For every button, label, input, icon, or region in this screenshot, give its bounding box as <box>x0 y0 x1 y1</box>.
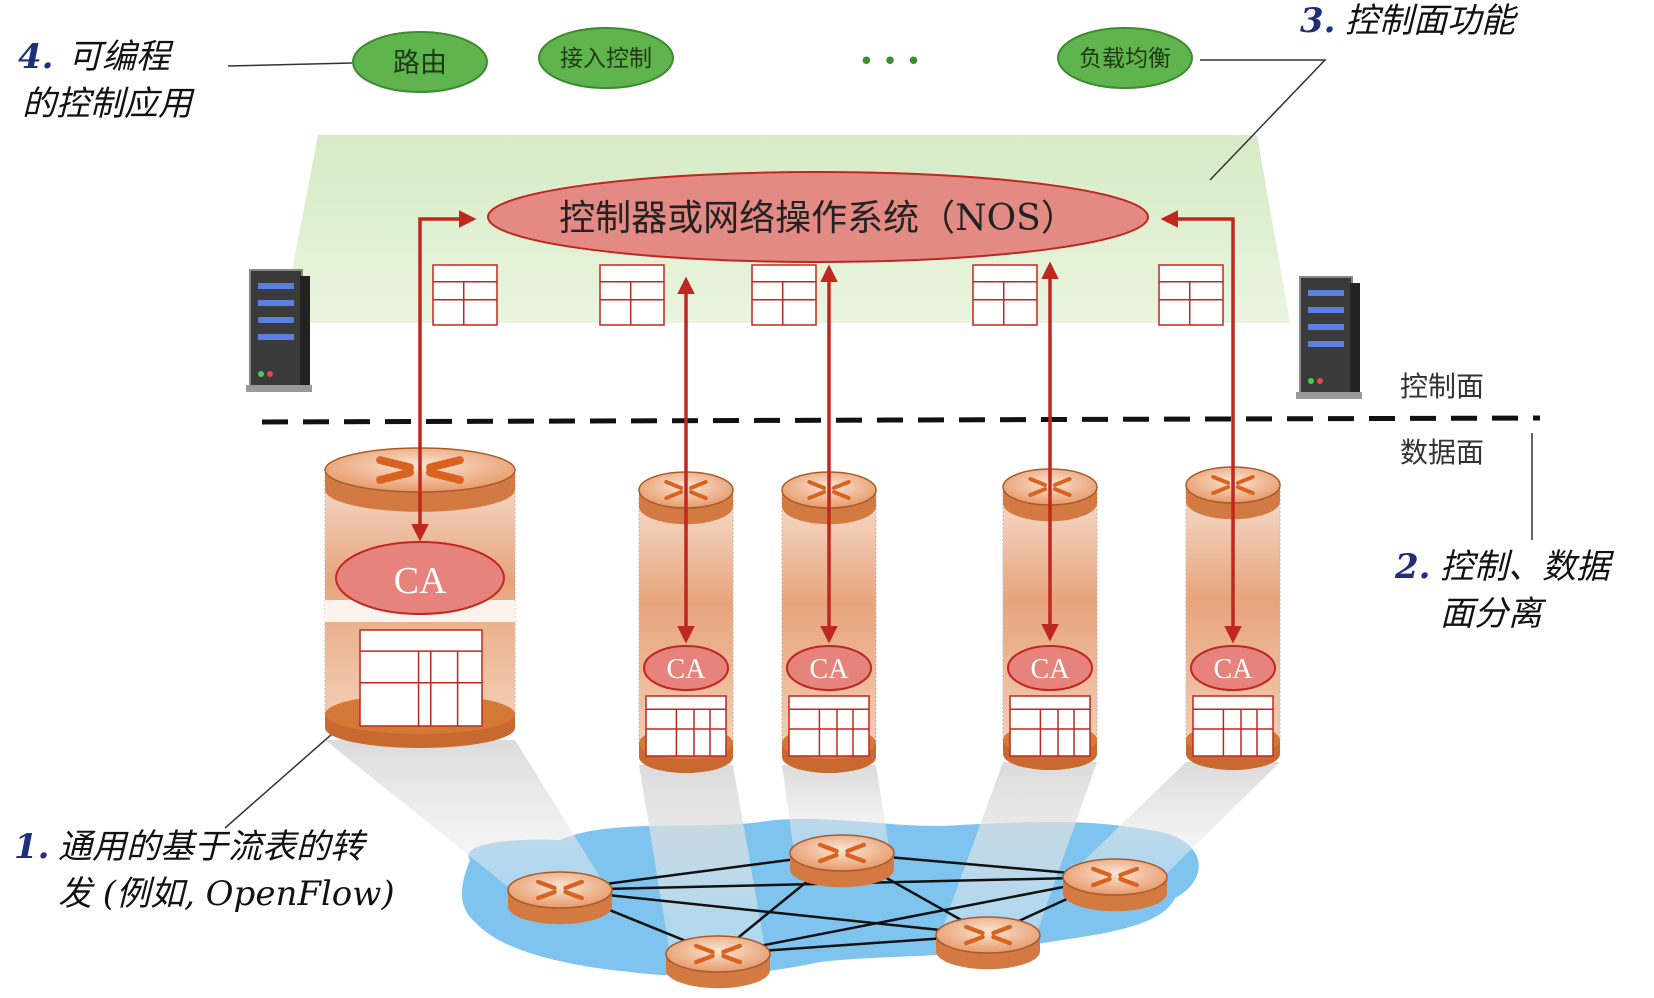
label-forwarding: 1. 通用的基于流表的转 发 (例如, OpenFlow) <box>14 827 395 914</box>
leader-line-apps <box>227 62 353 67</box>
switch-flow-table <box>359 629 483 727</box>
control-agent: CA <box>335 541 505 615</box>
control-agent: CA <box>786 645 872 691</box>
network-router-icon <box>507 871 613 925</box>
network-router-icon <box>1062 858 1168 912</box>
data-plane-label: 数据面 <box>1400 436 1484 469</box>
network-router-icon <box>665 935 771 989</box>
controller-flow-table-icon <box>751 264 817 326</box>
svg-text:路由: 路由 <box>393 48 447 79</box>
switch-flow-table <box>1192 695 1274 757</box>
projection-beam <box>639 765 766 954</box>
controller-flow-table-icon <box>432 264 498 326</box>
svg-text:面分离: 面分离 <box>1440 594 1547 634</box>
controller-flow-table-icon <box>1158 264 1224 326</box>
svg-text:CA: CA <box>394 560 447 602</box>
leader-line-control-functions <box>1200 59 1327 181</box>
switch-flow-table <box>788 695 870 757</box>
switch-flow-table <box>1009 695 1091 757</box>
svg-text:2.: 2. <box>1394 547 1431 587</box>
network-routers <box>507 834 1168 989</box>
control-arrows <box>411 210 1242 644</box>
svg-text:通用的基于流表的转: 通用的基于流表的转 <box>58 827 368 867</box>
svg-text:负载均衡: 负载均衡 <box>1079 46 1171 72</box>
network-router-icon <box>935 916 1041 970</box>
svg-text:发 (例如, OpenFlow): 发 (例如, OpenFlow) <box>58 874 395 914</box>
svg-text:的控制应用: 的控制应用 <box>22 84 195 124</box>
projection-beam <box>1067 762 1280 877</box>
svg-text:CA: CA <box>1031 654 1071 685</box>
projection-beam <box>940 762 1097 935</box>
plane-divider <box>261 415 1541 425</box>
svg-text:接入控制: 接入控制 <box>560 46 652 72</box>
controller-flow-table-icon <box>599 264 665 326</box>
svg-text:CA: CA <box>1214 654 1254 685</box>
svg-text:控制面功能: 控制面功能 <box>1345 1 1519 41</box>
app-access-control: 接入控制 <box>538 27 674 89</box>
svg-text:4.: 4. <box>18 37 54 77</box>
switches: CA CA CA CA CA <box>324 447 1281 773</box>
control-arrow <box>1160 210 1242 644</box>
control-agent: CA <box>1007 645 1093 691</box>
svg-text:3.: 3. <box>1300 1 1336 41</box>
control-agent: CA <box>1190 645 1276 691</box>
openflow-switch: CA <box>638 471 734 773</box>
svg-text:1.: 1. <box>14 827 50 867</box>
label-separation: 2. 控制、数据 面分离 <box>1394 547 1615 634</box>
control-plane-label: 控制面 <box>1400 370 1484 403</box>
svg-text:可编程: 可编程 <box>68 37 174 77</box>
label-programmable-apps: 4. 可编程 的控制应用 <box>18 37 195 124</box>
projection-beams <box>325 740 1280 954</box>
nos-controller: 控制器或网络操作系统（NOS） <box>487 171 1149 263</box>
projection-beam <box>325 740 608 890</box>
network-link <box>717 875 1116 956</box>
svg-text:CA: CA <box>810 654 850 685</box>
controller-flow-table-icon <box>972 264 1038 326</box>
network-link <box>559 888 989 937</box>
server-icon-left <box>246 269 312 392</box>
label-control-plane-functions: 3. 控制面功能 <box>1300 1 1519 41</box>
switch-flow-table <box>645 695 727 757</box>
apps-ellipsis: • • • <box>859 47 922 77</box>
svg-text:CA: CA <box>667 654 707 685</box>
svg-text:控制器或网络操作系统（NOS）: 控制器或网络操作系统（NOS） <box>559 198 1077 239</box>
network-router-icon <box>789 834 895 888</box>
app-routing: 路由 <box>352 31 488 93</box>
control-agent: CA <box>643 645 729 691</box>
svg-text:控制、数据: 控制、数据 <box>1440 547 1615 587</box>
projection-beam <box>782 765 890 853</box>
control-arrow <box>411 210 477 542</box>
app-load-balancing: 负载均衡 <box>1057 27 1193 89</box>
server-icon-right <box>1296 276 1362 399</box>
